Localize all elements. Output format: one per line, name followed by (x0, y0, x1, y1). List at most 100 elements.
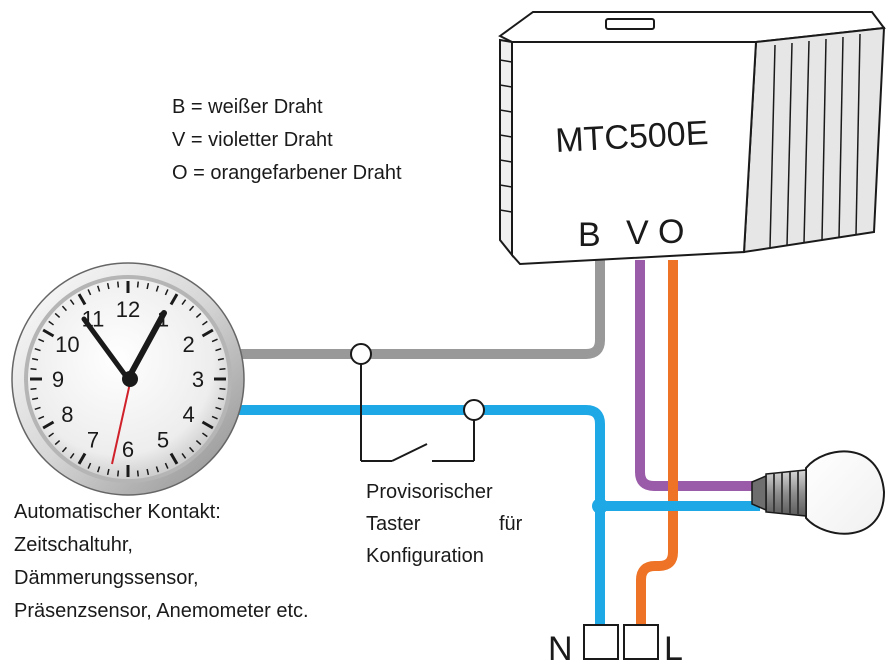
push-button-symbol (360, 362, 475, 462)
device-model-label: MTC500E (554, 114, 709, 160)
clock-tick (38, 415, 45, 420)
clock-tick (31, 397, 39, 401)
clock-tick (34, 348, 41, 352)
clock-tick (217, 397, 225, 401)
clock-tick (77, 452, 87, 465)
clock-tick (136, 281, 139, 288)
clock-tick (201, 320, 208, 326)
clock-number: 5 (157, 428, 169, 453)
clock-tick (155, 466, 159, 473)
terminal-block-l (623, 624, 659, 660)
neutral-label: N (548, 630, 573, 667)
clock-tick (146, 282, 150, 290)
live-label: L (664, 630, 683, 667)
clock-tick (30, 387, 37, 390)
clock-tick (42, 420, 55, 430)
clock-tick (219, 368, 226, 371)
legend-orange-wire: O = orangefarbener Draht (172, 162, 402, 184)
clock-tick (54, 312, 61, 318)
terminal-o-label: O (658, 213, 684, 251)
clock-tick (169, 293, 179, 306)
mtc500e-device (498, 11, 886, 266)
legend-violet-wire: V = violetter Draht (172, 129, 333, 151)
clock-tick (77, 293, 87, 306)
clock-tick (117, 281, 120, 288)
clock-tick (211, 338, 218, 343)
clock-number: 4 (182, 402, 194, 427)
clock-icon: 121234567891011 (11, 262, 245, 496)
clock-tick (34, 406, 41, 410)
push-button-label-line2-right: für (499, 513, 523, 535)
clock-tick (42, 328, 55, 338)
clock-tick (155, 285, 159, 292)
clock-number: 3 (192, 367, 204, 392)
button-contact-top (350, 343, 372, 365)
clock-hour-hand (125, 310, 167, 382)
push-button-label-line3: Konfiguration (366, 545, 484, 567)
clock-number: 10 (55, 332, 79, 357)
clock-tick (61, 305, 67, 312)
clock-tick (215, 406, 222, 410)
clock-tick (106, 468, 110, 476)
clock-number: 8 (61, 402, 73, 427)
clock-minute-hand (81, 316, 131, 382)
clock-tick (30, 368, 37, 371)
clock-second-hand (111, 373, 133, 465)
clock-number: 6 (122, 437, 134, 462)
clock-tick (215, 348, 222, 352)
light-bulb-icon (751, 450, 886, 535)
white-wire-b (235, 260, 605, 359)
terminal-v-label: V (626, 214, 649, 252)
neutral-wire (235, 405, 605, 625)
legend-white-wire: B = weißer Draht (172, 96, 323, 118)
clock-number: 12 (116, 297, 140, 322)
clock-tick (117, 470, 120, 477)
button-contact-bottom (463, 399, 485, 421)
clock-tick (169, 452, 179, 465)
clock-tick (69, 299, 75, 306)
clock-tick (97, 466, 101, 473)
clock-tick (201, 420, 214, 430)
clock-tick (61, 446, 67, 453)
clock-tick (38, 338, 45, 343)
push-button-label-line2-left: Taster (366, 513, 421, 535)
clock-tick (195, 312, 202, 318)
clock-tick (106, 282, 110, 290)
neutral-junction-dot (592, 498, 608, 514)
clock-tick (87, 462, 92, 469)
clock-tick (97, 285, 101, 292)
clock-tick (164, 462, 169, 469)
clock-tick (181, 452, 187, 459)
automatic-contact-line: Dämmerungssensor, (14, 567, 199, 589)
orange-wire-o (636, 260, 678, 625)
clock-tick (69, 452, 75, 459)
clock-tick (219, 387, 226, 390)
clock-tick (31, 357, 39, 361)
clock-tick (54, 440, 61, 446)
clock-tick (217, 357, 225, 361)
clock-tick (136, 470, 139, 477)
clock-number: 2 (182, 332, 194, 357)
clock-tick (195, 440, 202, 446)
clock-tick (146, 468, 150, 476)
clock-tick (189, 305, 195, 312)
clock-number: 7 (87, 428, 99, 453)
violet-wire-v (635, 260, 760, 491)
automatic-contact-line: Präsenzsensor, Anemometer etc. (14, 600, 309, 622)
clock-tick (181, 299, 187, 306)
clock-tick (87, 289, 92, 296)
clock-tick (201, 432, 208, 438)
clock-number: 9 (52, 367, 64, 392)
clock-tick (48, 432, 55, 438)
terminal-b-label: B (578, 216, 601, 254)
terminal-block-n (583, 624, 619, 660)
push-button-label-line1: Provisorischer (366, 481, 493, 503)
automatic-contact-line: Zeitschaltuhr, (14, 534, 133, 556)
clock-tick (48, 320, 55, 326)
clock-tick (164, 289, 169, 296)
clock-tick (201, 328, 214, 338)
clock-tick (189, 446, 195, 453)
automatic-contact-title: Automatischer Kontakt: (14, 501, 221, 523)
clock-tick (211, 415, 218, 420)
